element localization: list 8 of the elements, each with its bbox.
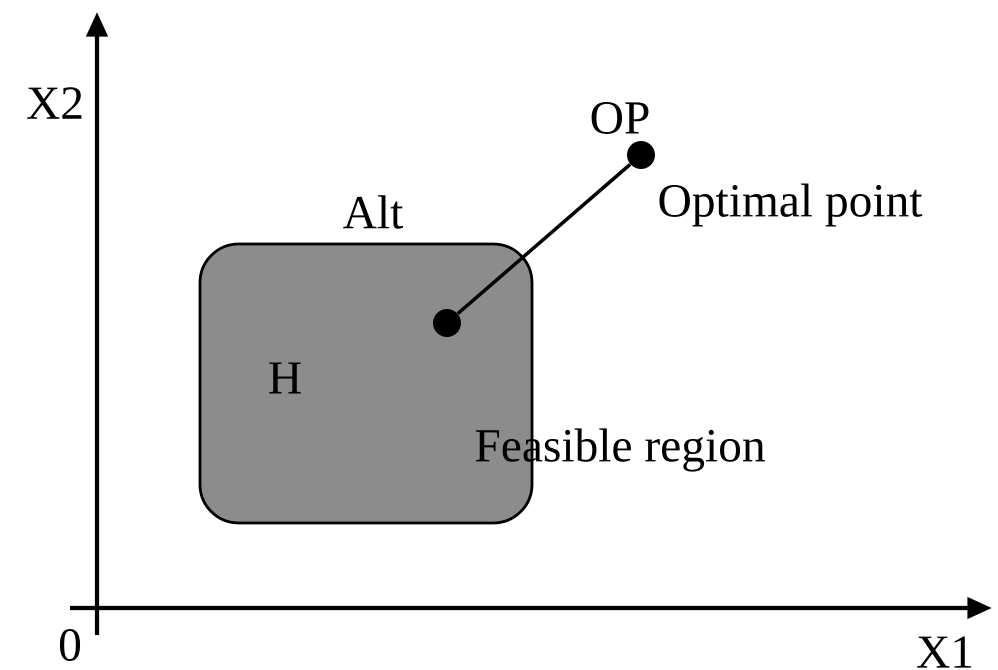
connector-line <box>456 163 632 315</box>
point-dot <box>627 141 655 169</box>
axis-label: X1 <box>917 636 972 668</box>
point-label: Optimal point <box>660 183 922 227</box>
axis-label: X2 <box>27 87 82 119</box>
point-label: OP <box>592 102 648 134</box>
origin-label: 0 <box>60 628 80 661</box>
point-dot <box>433 309 461 337</box>
